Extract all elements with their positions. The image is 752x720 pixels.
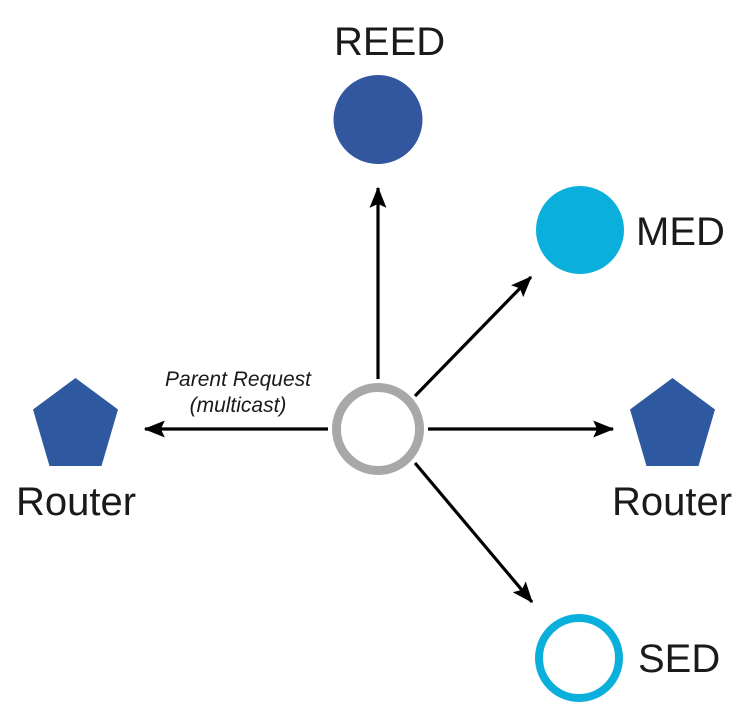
node-reed[interactable]: REED: [333, 20, 446, 164]
node-center-device[interactable]: [332, 383, 424, 475]
router-pentagon-icon[interactable]: [33, 378, 118, 466]
reed-circle-icon[interactable]: [333, 75, 423, 164]
node-reed-label: REED: [334, 20, 445, 64]
edge-label-parent-request: Parent Request (multicast): [165, 368, 312, 417]
edge-to-med: [413, 275, 533, 398]
node-router-right[interactable]: Router: [612, 378, 732, 524]
node-router-right-label: Router: [612, 480, 732, 524]
node-sed-label: SED: [638, 637, 720, 681]
edge-label-line-2: (multicast): [190, 394, 287, 417]
edge-label-line-1: Parent Request: [165, 368, 312, 391]
edge-to-sed: [413, 461, 534, 604]
node-router-left-label: Router: [16, 480, 136, 524]
sed-circle-icon[interactable]: [535, 614, 623, 702]
med-circle-icon[interactable]: [536, 186, 624, 274]
node-med-label: MED: [636, 210, 725, 254]
center-device-circle-icon[interactable]: [332, 383, 424, 475]
node-med[interactable]: MED: [536, 186, 725, 274]
node-sed[interactable]: SED: [535, 614, 720, 702]
router-pentagon-icon[interactable]: [630, 378, 715, 466]
edges-layer: [143, 186, 615, 604]
node-router-left[interactable]: Router: [16, 378, 136, 524]
